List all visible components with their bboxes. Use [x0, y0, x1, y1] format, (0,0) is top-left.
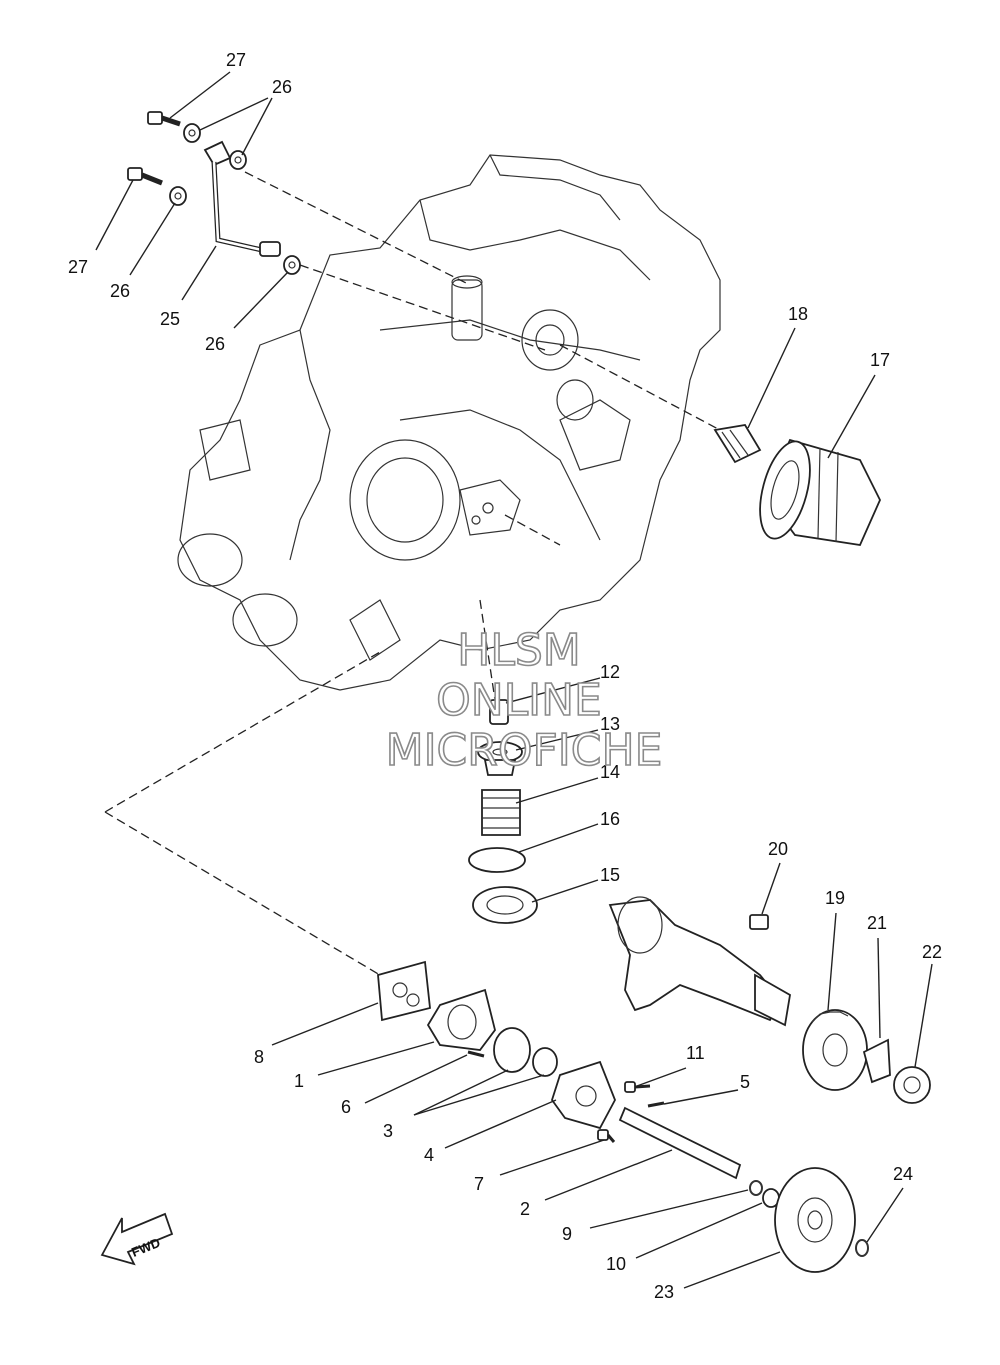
callout-24: 24	[893, 1164, 913, 1184]
dashed-leaders	[104, 171, 721, 976]
pump-shaft-2	[618, 1106, 742, 1180]
callout-17: 17	[870, 350, 890, 370]
pump-gear-23	[774, 1167, 856, 1273]
callout-27: 27	[226, 50, 246, 70]
callout-labels: 27 26 27 26 25 26 18 17 12 13 14 16 15 2…	[68, 50, 942, 1302]
watermark-line2: ONLINE	[436, 675, 602, 726]
callout-20: 20	[768, 839, 788, 859]
pump-cover-4	[551, 1060, 616, 1130]
callout-26: 26	[110, 281, 130, 301]
forward-arrow: FWD	[100, 1212, 174, 1266]
callout-11: 11	[686, 1043, 705, 1063]
callout-12: 12	[600, 662, 620, 682]
plate-washer-21	[862, 1038, 891, 1084]
callout-26: 26	[272, 77, 292, 97]
strainer-stack	[468, 699, 538, 924]
pin-6	[467, 1050, 485, 1058]
callout-25: 25	[160, 309, 180, 329]
oil-delivery-pipe	[203, 140, 281, 257]
oil-filter	[759, 438, 881, 546]
rotor-3	[493, 1027, 558, 1077]
callout-16: 16	[600, 809, 620, 829]
callout-10: 10	[606, 1254, 626, 1274]
callout-14: 14	[600, 762, 620, 782]
callout-3: 3	[383, 1121, 393, 1141]
callout-26: 26	[205, 334, 225, 354]
pin-5	[647, 1101, 665, 1108]
callout-23: 23	[654, 1282, 674, 1302]
callout-5: 5	[740, 1072, 750, 1092]
callout-8: 8	[254, 1047, 264, 1067]
pump-body-1	[426, 988, 496, 1051]
callout-leaders	[95, 71, 933, 1289]
callout-7: 7	[474, 1174, 484, 1194]
callout-4: 4	[424, 1145, 434, 1165]
callout-1: 1	[294, 1071, 304, 1091]
callout-19: 19	[825, 888, 845, 908]
crankcase	[177, 154, 721, 691]
callout-6: 6	[341, 1097, 351, 1117]
screw-11	[624, 1081, 651, 1093]
callout-21: 21	[867, 913, 887, 933]
callout-13: 13	[600, 714, 620, 734]
impeller-gear-19	[802, 1009, 868, 1091]
watermark-line1: HLSM	[457, 625, 581, 676]
nut-22	[893, 1066, 931, 1104]
gasket-8	[377, 960, 431, 1022]
callout-15: 15	[600, 865, 620, 885]
washers-26	[169, 123, 301, 275]
callout-22: 22	[922, 942, 942, 962]
callout-27: 27	[68, 257, 88, 277]
circlip-9	[749, 1180, 763, 1196]
callout-9: 9	[562, 1224, 572, 1244]
callout-2: 2	[520, 1199, 530, 1219]
oil-filter-union-bolt	[713, 424, 762, 464]
callout-18: 18	[788, 304, 808, 324]
pump-housing	[608, 896, 791, 1027]
bolts-27	[127, 111, 181, 186]
watermark-line3: MICROFICHE	[386, 725, 663, 776]
screw-7	[597, 1129, 616, 1143]
watermark: HLSM ONLINE MICROFICHE	[385, 624, 663, 777]
clip-24	[855, 1239, 869, 1257]
